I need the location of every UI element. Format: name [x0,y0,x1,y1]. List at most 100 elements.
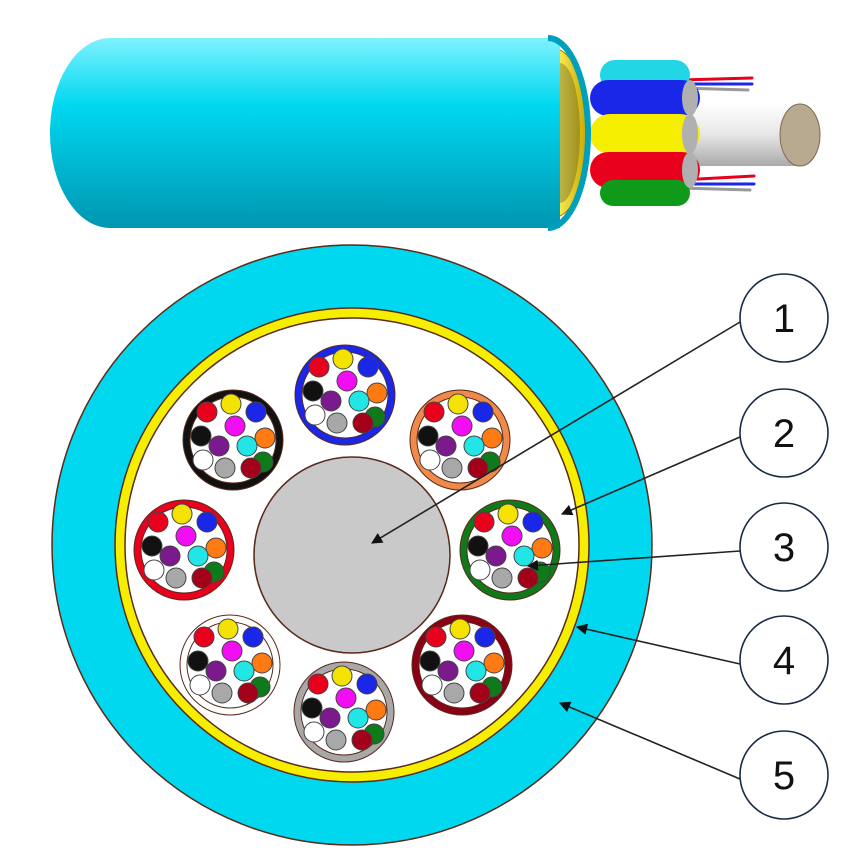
optical-fiber [366,382,388,404]
optical-fiber [187,545,209,567]
optical-fiber [463,435,485,457]
loose-tube-orange [409,389,511,491]
optical-fiber [351,729,373,751]
optical-fiber [485,545,507,567]
optical-fiber [165,567,187,589]
callout-number: 5 [773,754,795,798]
callout-leaders [371,321,741,780]
optical-fiber [447,393,469,415]
cable-cross-section [51,244,653,846]
optical-fiber [147,511,169,533]
loose-tube-gray [293,661,395,763]
optical-fiber [449,618,471,640]
optical-fiber [307,673,329,695]
optical-fiber [205,660,227,682]
optical-fiber [419,449,441,471]
optical-fiber [469,682,491,704]
optical-fiber [497,503,519,525]
optical-fiber [308,356,330,378]
cable-3d-central-rod [690,103,821,167]
callout-circle [739,388,829,478]
optical-fiber [348,390,370,412]
optical-fiber [365,699,387,721]
callout-2: 2 [739,388,829,478]
leader-line-loose-tube [560,436,741,516]
loose-tube-green [459,499,561,601]
optical-fiber [347,707,369,729]
optical-fiber [336,370,358,392]
optical-fiber [190,425,212,447]
optical-fiber [193,626,215,648]
optical-fiber [425,626,447,648]
callout-circle [739,273,829,363]
loose-tube-brown [411,614,513,716]
optical-fiber [435,435,457,457]
optical-fiber [417,425,439,447]
optical-fiber [236,435,258,457]
optical-fiber [481,427,503,449]
loose-tube-black [182,389,284,491]
optical-fiber [192,449,214,471]
optical-fiber [472,401,494,423]
optical-fiber [421,674,443,696]
optical-fiber [501,525,523,547]
optical-fiber [483,652,505,674]
optical-fiber [320,390,342,412]
optical-fiber [304,404,326,426]
optical-fiber [491,567,513,589]
callout-3: 3 [739,502,829,592]
optical-fiber [419,650,441,672]
callout-number: 1 [773,297,795,341]
central-member [253,456,451,654]
optical-fiber [159,545,181,567]
optical-fiber [302,380,324,402]
optical-fiber [357,356,379,378]
cable-3d-jacket [50,35,591,231]
optical-fiber [254,427,276,449]
optical-fiber [356,673,378,695]
loose-tube-blue [294,344,396,446]
optical-fiber [171,503,193,525]
optical-fiber [214,457,236,479]
optical-fiber [325,729,347,751]
optical-fiber [205,537,227,559]
optical-fiber [303,721,325,743]
optical-fiber [208,435,230,457]
optical-fiber [211,682,233,704]
leader-line-optical-fiber [526,550,741,571]
callout-number: 2 [773,412,795,456]
optical-fiber [189,674,211,696]
optical-fiber [332,348,354,370]
optical-fiber [141,535,163,557]
optical-fiber [301,697,323,719]
optical-fiber [143,559,165,581]
optical-fiber [251,652,273,674]
optical-fiber [467,457,489,479]
optical-fiber [245,401,267,423]
callout-circle [739,615,829,705]
leader-line-central-member [371,321,741,544]
optical-fiber [423,401,445,423]
optical-fiber [467,535,489,557]
callout-5: 5 [739,730,829,820]
leader-line-outer-jacket [558,701,741,780]
optical-fiber [187,650,209,672]
cable-3d-view [50,35,821,231]
loose-tubes [133,344,561,763]
optical-fiber [326,412,348,434]
optical-fiber [335,687,357,709]
optical-fiber [196,511,218,533]
optical-fiber [474,626,496,648]
callout-number: 3 [773,526,795,570]
optical-fiber [242,626,264,648]
optical-fiber [451,415,473,437]
optical-fiber [191,567,213,589]
optical-fiber [221,640,243,662]
optical-fiber [224,415,246,437]
optical-fiber [220,393,242,415]
loose-tube-red [133,499,235,601]
optical-fiber [240,457,262,479]
loose-tube-white [179,614,281,716]
